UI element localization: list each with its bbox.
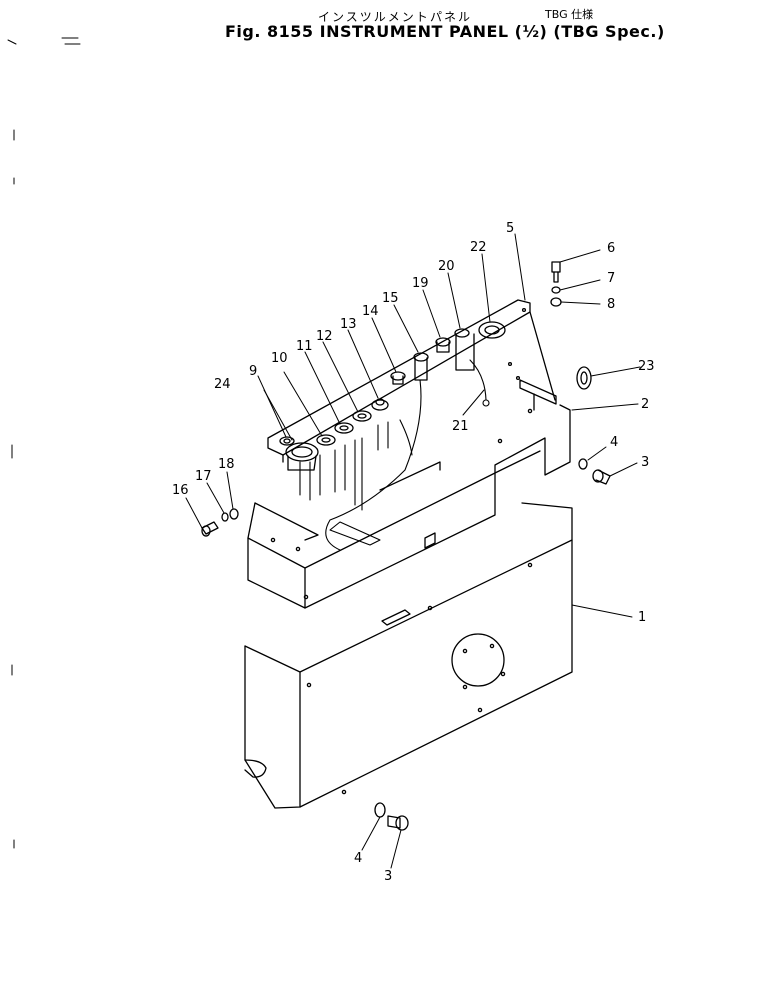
label-16: 16 — [172, 483, 189, 498]
label-23: 23 — [638, 359, 655, 374]
leader-lines — [185, 233, 641, 869]
gauge-12 — [352, 410, 372, 422]
label-15: 15 — [382, 291, 399, 306]
part-labels: 1 2 3 4 5 6 7 8 9 10 11 12 13 14 15 16 1… — [172, 221, 655, 884]
bracket-frame — [247, 379, 571, 609]
gauge-22 — [478, 321, 506, 339]
spec-japanese: TBG 仕様 — [545, 8, 594, 21]
label-13: 13 — [340, 317, 357, 332]
switch-20 — [454, 328, 475, 371]
label-22: 22 — [470, 240, 487, 255]
washer-18 — [229, 508, 239, 520]
washer-8 — [550, 297, 562, 307]
gauge-10 — [316, 434, 336, 446]
gauge-9 — [279, 436, 295, 446]
label-2: 2 — [641, 397, 649, 412]
lower-cover-box — [244, 502, 573, 809]
label-3-bottom: 3 — [384, 869, 392, 884]
label-21: 21 — [452, 419, 469, 434]
label-3-right: 3 — [641, 455, 649, 470]
gauge-24 — [285, 442, 319, 471]
title-japanese-panel: パネル — [430, 10, 473, 24]
instrument-panel-plate — [267, 299, 556, 463]
label-4-right: 4 — [610, 435, 618, 450]
label-20: 20 — [438, 259, 455, 274]
gauge-13 — [371, 398, 389, 411]
wiring-harness — [299, 359, 490, 551]
label-18: 18 — [218, 457, 235, 472]
grommet-23 — [576, 366, 592, 390]
bolt-3-right — [592, 469, 611, 485]
switch-15 — [413, 352, 429, 381]
bolt-6 — [551, 261, 561, 283]
label-9: 9 — [249, 364, 257, 379]
gauge-11 — [334, 422, 354, 434]
label-4-bottom: 4 — [354, 851, 362, 866]
lock-washer-17 — [221, 512, 229, 522]
label-11: 11 — [296, 339, 313, 354]
washer-4-bottom — [374, 802, 386, 818]
label-17: 17 — [195, 469, 212, 484]
bolt-16 — [201, 521, 219, 537]
scan-marks — [7, 37, 81, 849]
lock-washer-7 — [551, 286, 561, 294]
label-7: 7 — [607, 271, 615, 286]
label-14: 14 — [362, 304, 379, 319]
label-19: 19 — [412, 276, 429, 291]
label-12: 12 — [316, 329, 333, 344]
washer-4-right — [578, 458, 588, 470]
switch-14 — [390, 371, 406, 385]
label-8: 8 — [607, 297, 615, 312]
title-japanese: インスツルメント — [318, 10, 430, 24]
label-10: 10 — [271, 351, 288, 366]
switch-19 — [435, 337, 451, 353]
figure-title: Fig. 8155 INSTRUMENT PANEL (½) (TBG Spec… — [225, 22, 665, 41]
label-5: 5 — [506, 221, 514, 236]
label-24: 24 — [214, 377, 231, 392]
label-1: 1 — [638, 610, 646, 625]
label-6: 6 — [607, 241, 615, 256]
bolt-3-bottom — [387, 815, 409, 831]
